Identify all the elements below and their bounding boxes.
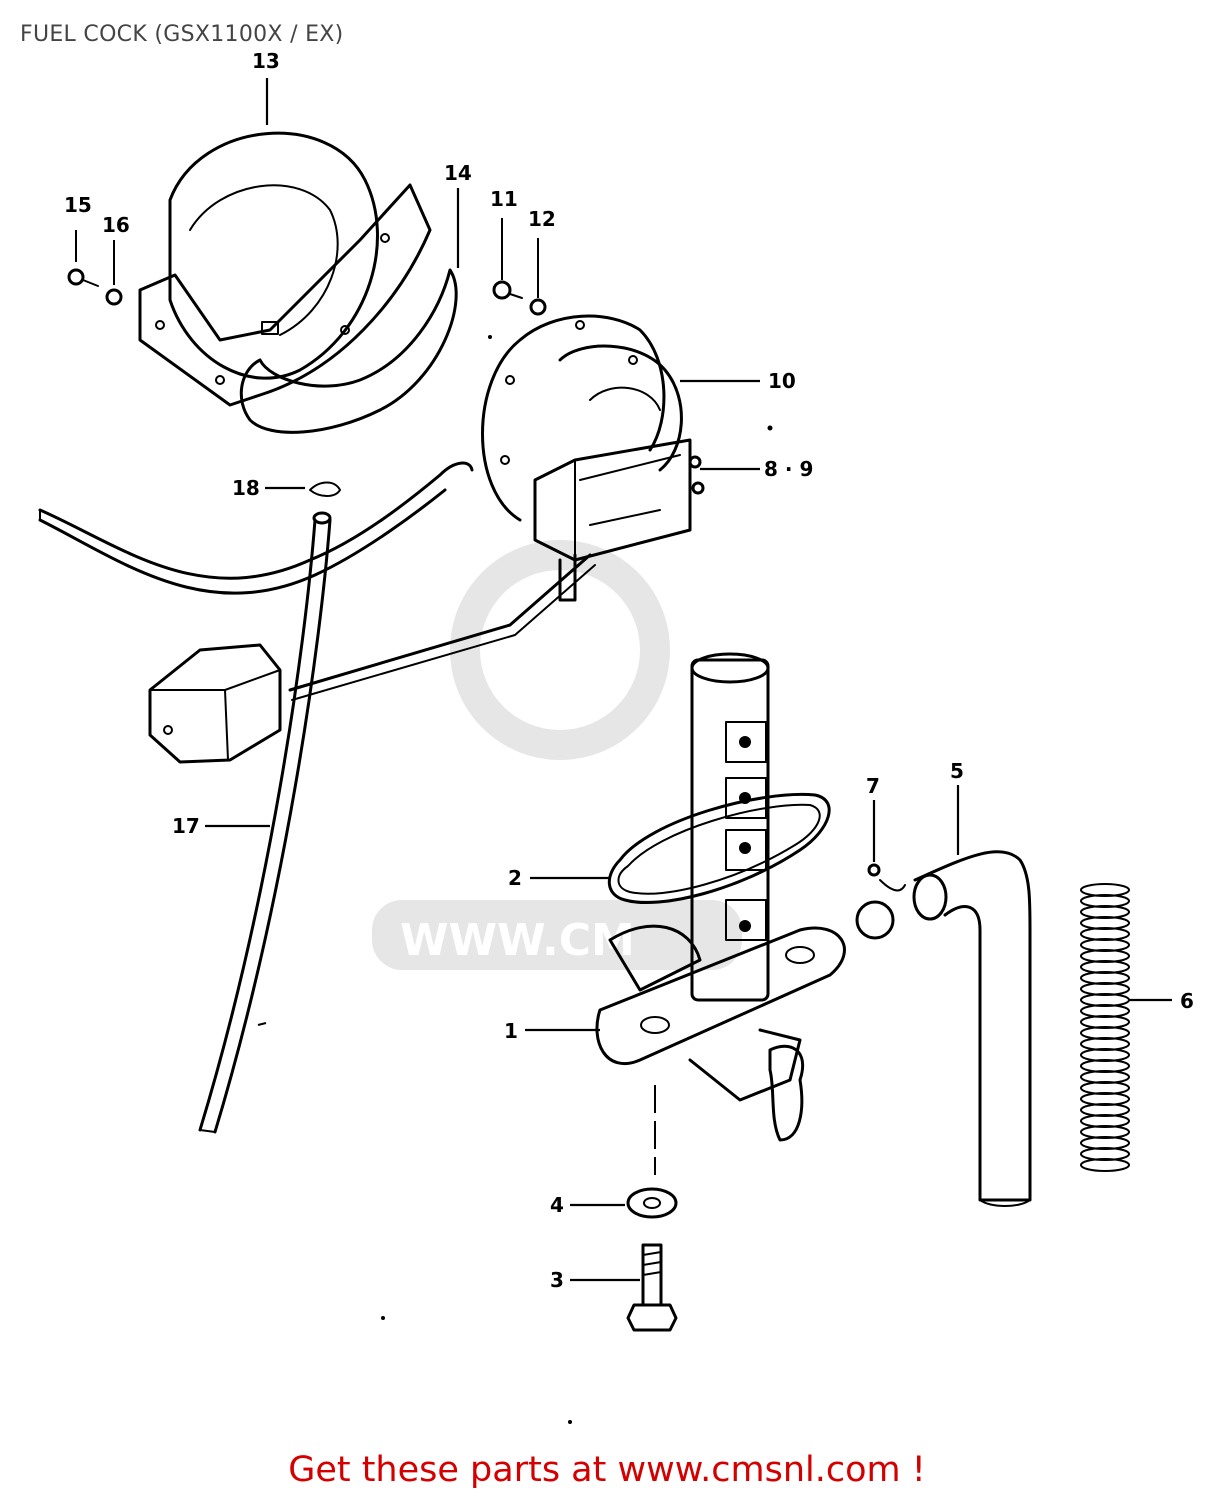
assembly-center-lines: [75, 218, 656, 1175]
part-13-mounting-ring: [138, 131, 432, 407]
callout-6: 6: [1180, 989, 1194, 1013]
callout-3: 3: [550, 1268, 564, 1292]
part-4-washer: [626, 1187, 678, 1219]
watermark-text: WWW.CM: [400, 915, 635, 966]
part-10-gauge-plate: [481, 314, 683, 522]
callout-5: 5: [950, 759, 964, 783]
part-2-gasket: [607, 792, 831, 904]
callout-13: 13: [252, 49, 280, 73]
callout-14: 14: [444, 161, 472, 185]
callout-2: 2: [508, 866, 522, 890]
part-12-washer: [529, 298, 547, 316]
cmsnl-footer-link[interactable]: Get these parts at www.cmsnl.com !: [288, 1450, 926, 1490]
callout-16: 16: [102, 213, 130, 237]
callout-10: 10: [768, 369, 796, 393]
callout-7: 7: [866, 774, 880, 798]
part-18-clamp: [309, 481, 341, 497]
callout-15: 15: [64, 193, 92, 217]
part-5-elbow-hose: [912, 850, 1032, 1207]
part-14-seal-strip: [239, 268, 458, 434]
part-6-spring: [1080, 883, 1130, 1172]
diagram-title: FUEL COCK (GSX1100X / EX): [20, 22, 344, 47]
part-15-screw: [67, 268, 99, 287]
part-17-hose: [198, 511, 332, 1134]
callout-12: 12: [528, 207, 556, 231]
callout-1: 1: [504, 1019, 518, 1043]
callout-18: 18: [232, 476, 260, 500]
callout-11: 11: [490, 187, 518, 211]
part-16-washer: [105, 288, 123, 306]
part-7-clip: [855, 863, 906, 940]
leader-lines: [205, 78, 1172, 1282]
float-arm-and-float: [148, 553, 596, 764]
part-3-bolt: [626, 1243, 678, 1332]
cms-watermark: WWW.CM: [372, 540, 742, 970]
callout-8-9: 8 · 9: [764, 457, 813, 481]
part-1-fuel-cock: [595, 652, 846, 1142]
spring-coil: [1080, 1158, 1130, 1172]
callout-labels: 13 14 15 16 11 12 10 8 · 9 18 17 2 1 7 5…: [64, 49, 1194, 1292]
part-11-screw: [492, 280, 523, 300]
callout-17: 17: [172, 814, 200, 838]
callout-4: 4: [550, 1193, 564, 1217]
